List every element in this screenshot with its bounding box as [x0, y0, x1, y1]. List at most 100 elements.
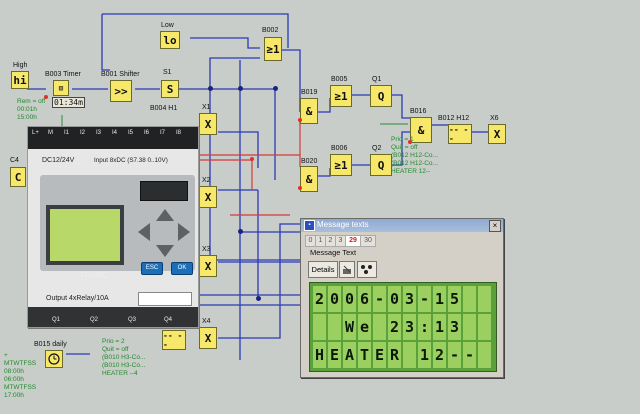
block-low-label: Low	[161, 22, 174, 29]
block-b012[interactable]: -- --	[448, 124, 472, 144]
shifter-block-b001[interactable]: >>	[110, 80, 132, 102]
pin-label: I4	[112, 130, 118, 136]
timer-value: 01:34m	[52, 97, 85, 108]
block-b005-label: B005	[331, 76, 348, 83]
block-b012-label: B012 H12	[438, 115, 470, 122]
block-x6-label: X6	[490, 115, 499, 122]
display-char-cell: A	[343, 342, 356, 368]
pin-label: I1	[64, 130, 70, 136]
pin-label: I3	[96, 130, 102, 136]
pin-label: I8	[176, 130, 182, 136]
input-pin	[250, 157, 254, 161]
connector-x1[interactable]: X	[199, 113, 217, 135]
low-block[interactable]: lo	[160, 31, 180, 49]
clock-block-b015[interactable]	[45, 350, 63, 368]
input-pin	[298, 118, 302, 122]
supply-label: DC12/24V	[42, 157, 75, 164]
display-char-cell: -	[463, 342, 476, 368]
esc-button[interactable]: ESC	[141, 262, 163, 275]
details-button[interactable]: Details	[308, 261, 338, 278]
display-char-cell	[478, 342, 491, 368]
display-char-cell: :	[418, 314, 431, 340]
pin-label: I5	[128, 130, 134, 136]
pin-label: M	[48, 130, 53, 136]
or-block-b006[interactable]: ≥1	[330, 154, 352, 176]
or-block-b002[interactable]: ≥1	[264, 37, 282, 61]
display-char-cell: e	[358, 314, 371, 340]
block-b016-label: B016	[410, 108, 427, 115]
display-char-cell	[403, 342, 416, 368]
module-slot	[140, 181, 188, 201]
label-strip	[138, 292, 192, 306]
block-x4-label: X4	[202, 318, 211, 325]
section-label: Message Text	[310, 248, 357, 257]
display-char-cell: W	[343, 314, 356, 340]
display-char-cell	[478, 314, 491, 340]
clock-icon	[48, 353, 60, 365]
block-b001-label: B001 Shifter	[101, 71, 140, 78]
output-q2[interactable]: Q	[370, 154, 392, 176]
insert-icon[interactable]	[357, 261, 377, 278]
display-char-cell: -	[418, 286, 431, 312]
block-x3-label: X3	[202, 246, 211, 253]
block-b013[interactable]: -- --	[162, 330, 186, 350]
tab-29[interactable]: 29	[345, 235, 361, 247]
junction-dot	[273, 86, 278, 91]
block-b004-label: B004 H1	[150, 105, 178, 112]
block-b019-label: B019	[301, 89, 318, 96]
and-block-b016[interactable]: &	[410, 117, 432, 143]
connector-x6[interactable]: X	[488, 124, 506, 144]
display-char-cell: H	[313, 342, 326, 368]
output-q1[interactable]: Q	[370, 85, 392, 107]
display-char-cell: -	[373, 286, 386, 312]
model-label: 12/24RC	[80, 272, 108, 279]
and-block-b019[interactable]: &	[300, 98, 318, 124]
and-block-b020[interactable]: &	[300, 166, 318, 192]
tab-30[interactable]: 30	[360, 235, 376, 247]
display-char-cell: 6	[358, 286, 371, 312]
up-arrow-key[interactable]	[156, 209, 174, 221]
display-char-cell	[373, 314, 386, 340]
block-b020-label: B020	[301, 158, 318, 165]
connector-x4[interactable]: X	[199, 327, 217, 349]
input-pin	[44, 95, 48, 99]
display-char-cell: R	[388, 342, 401, 368]
c4-block[interactable]: C	[10, 167, 26, 187]
display-char-cell: 2	[388, 314, 401, 340]
display-char-cell: 2	[433, 342, 446, 368]
s1-block[interactable]: S	[161, 80, 179, 98]
block-b015-label: B015 daily	[34, 341, 67, 348]
high-block[interactable]: hi	[11, 71, 29, 89]
display-char-cell	[463, 286, 476, 312]
pin-label: Q3	[128, 317, 137, 323]
or-block-b005[interactable]: ≥1	[330, 85, 352, 107]
connector-x2[interactable]: X	[199, 186, 217, 208]
close-icon[interactable]: ×	[489, 220, 501, 232]
block-q1-label: Q1	[372, 76, 382, 83]
junction-dot	[238, 229, 243, 234]
right-arrow-key[interactable]	[178, 223, 190, 241]
window-titlebar[interactable]: ▪ Message texts ×	[301, 219, 503, 232]
connector-x3[interactable]: X	[199, 255, 217, 277]
display-char-cell	[313, 314, 326, 340]
timer-block-b003[interactable]: ▥	[53, 80, 69, 96]
display-char-cell: 0	[388, 286, 401, 312]
display-char-cell: T	[358, 342, 371, 368]
block-s1-label: S1	[163, 69, 172, 76]
down-arrow-key[interactable]	[156, 245, 174, 257]
output-terminal-strip: Q1 Q2 Q3 Q4	[28, 307, 198, 327]
edit-icon[interactable]	[339, 261, 355, 278]
left-arrow-key[interactable]	[138, 223, 150, 241]
ok-button[interactable]: OK	[171, 262, 193, 275]
plc-display	[46, 205, 124, 265]
output-spec-label: Output 4xRelay/10A	[46, 295, 109, 302]
message-texts-window[interactable]: ▪ Message texts × 0 1 2 3 29 30 Message …	[300, 218, 504, 378]
display-char-cell: 3	[403, 286, 416, 312]
junction-dot	[208, 86, 213, 91]
input-spec-label: Input 8xDC (S7.38 0..10V)	[94, 157, 168, 164]
display-char-cell	[478, 286, 491, 312]
